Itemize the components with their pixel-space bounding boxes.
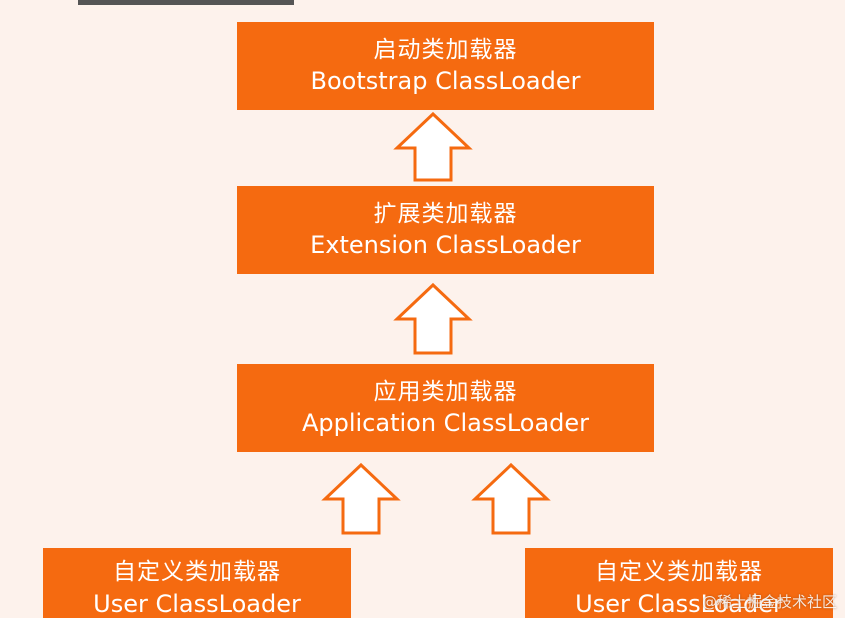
node-extension-classloader: 扩展类加载器 Extension ClassLoader bbox=[237, 186, 654, 274]
node-user-right-en-label: User ClassLoader bbox=[575, 589, 783, 618]
node-application-classloader: 应用类加载器 Application ClassLoader bbox=[237, 364, 654, 452]
node-application-zh-label: 应用类加载器 bbox=[373, 378, 518, 405]
arrow-application-to-extension bbox=[393, 282, 473, 355]
node-user-right-zh-label: 自定义类加载器 bbox=[595, 559, 763, 585]
node-application-en-label: Application ClassLoader bbox=[301, 409, 590, 438]
node-user-left-zh-label: 自定义类加载器 bbox=[113, 559, 281, 585]
node-bootstrap-classloader: 启动类加载器 Bootstrap ClassLoader bbox=[237, 22, 654, 110]
node-extension-en-label: Extension ClassLoader bbox=[310, 231, 581, 260]
node-user-left-en-label: User ClassLoader bbox=[93, 589, 301, 618]
node-user-classloader-left: 自定义类加载器 User ClassLoader bbox=[43, 548, 351, 618]
arrow-user-left-to-application bbox=[321, 462, 401, 535]
top-decorative-bar bbox=[78, 0, 294, 5]
node-bootstrap-zh-label: 启动类加载器 bbox=[373, 36, 518, 63]
node-bootstrap-en-label: Bootstrap ClassLoader bbox=[310, 67, 581, 96]
arrow-extension-to-bootstrap bbox=[393, 111, 473, 182]
watermark: @稀土掘金技术社区 bbox=[701, 593, 837, 611]
arrow-user-right-to-application bbox=[471, 462, 551, 535]
node-user-classloader-right: 自定义类加载器 User ClassLoader bbox=[525, 548, 833, 618]
node-extension-zh-label: 扩展类加载器 bbox=[373, 200, 518, 227]
